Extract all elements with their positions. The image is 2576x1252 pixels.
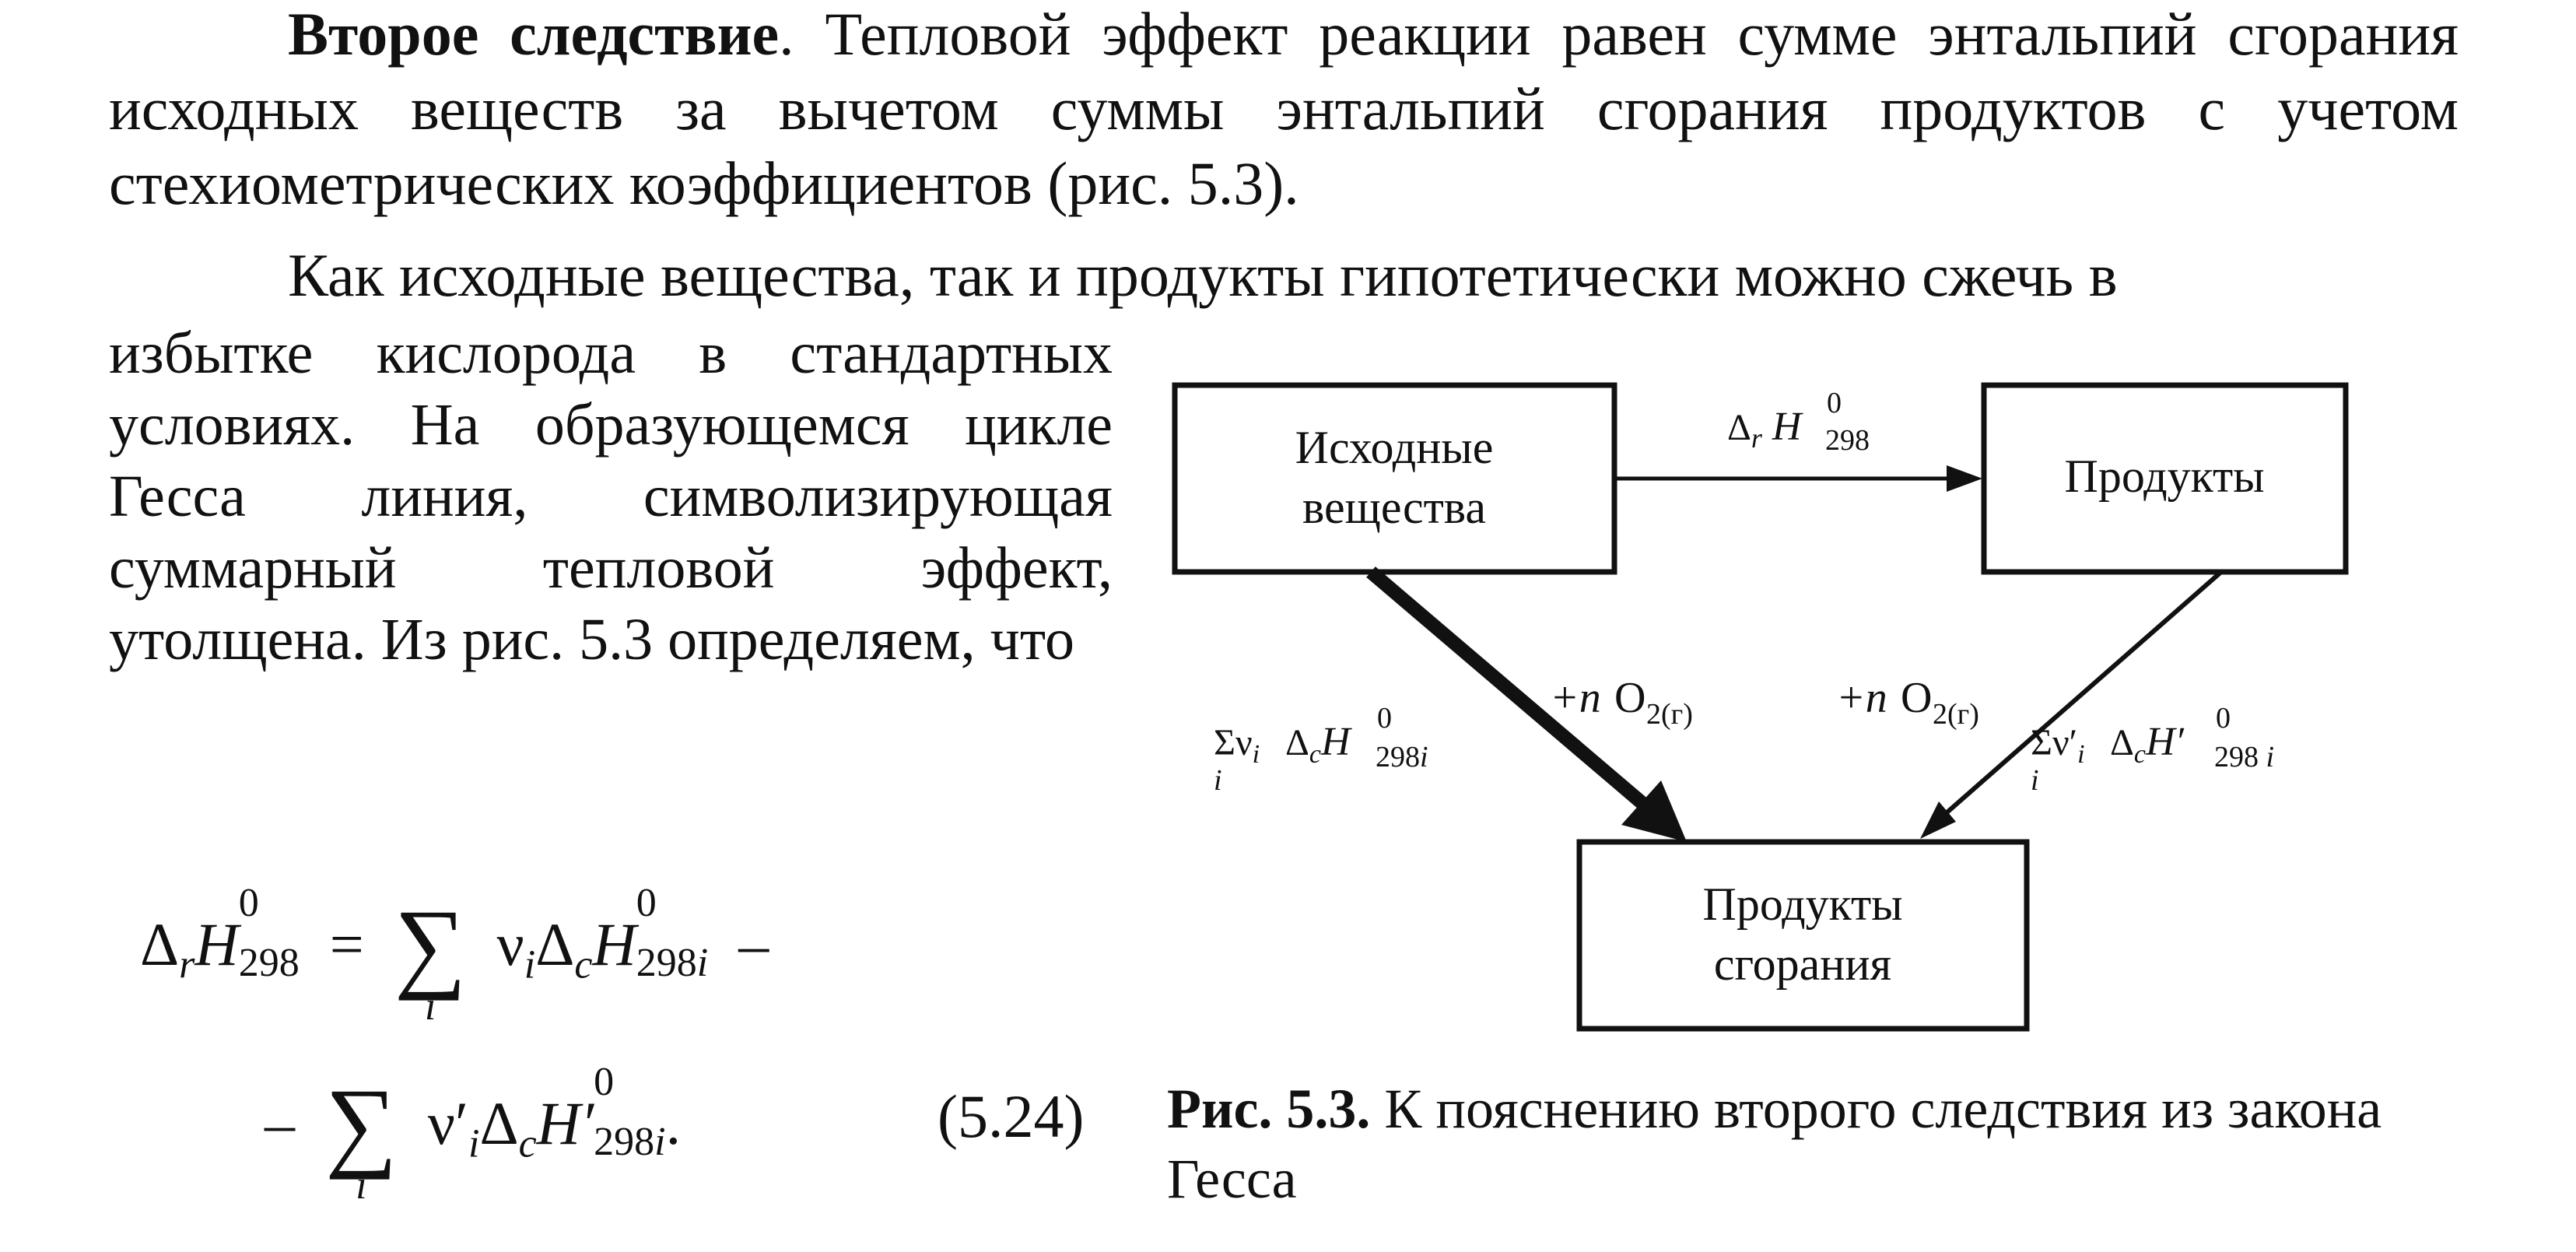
paragraph-text: Как исходные вещества, так и продукты ги… — [288, 241, 2118, 309]
svg-text:0: 0 — [1827, 387, 1842, 419]
oxygen-subscript: 2(г) — [1646, 698, 1693, 731]
label-oxygen-left: +n O 2(г) — [1550, 674, 1693, 731]
svg-text:298i: 298i — [1376, 741, 1428, 773]
box-reactants-line2: вещества — [1302, 482, 1486, 533]
arrow-products-combustion — [1936, 570, 2223, 823]
svg-text:i: i — [2031, 764, 2039, 797]
svg-text:ΔcH: ΔcH — [1285, 720, 1352, 769]
svg-text:O: O — [1901, 674, 1932, 722]
arrow-products-combustion-head — [1920, 801, 1956, 839]
paragraph-combustion-line1: Как исходные вещества, так и продукты ги… — [109, 238, 2459, 313]
corollary-text: . Тепловой эффект реакции равен сумме эн… — [109, 0, 2459, 217]
svg-text:Σνi: Σνi — [1214, 722, 1260, 769]
arrow-reactants-combustion-head — [1621, 780, 1687, 842]
svg-text:ΔcH′: ΔcH′ — [2110, 720, 2185, 769]
equation-number: (5.24) — [938, 1082, 1085, 1150]
hess-cycle-diagram: Исходные вещества Продукты Продукты сгор… — [1172, 382, 2349, 1032]
svg-text:298 i: 298 i — [2214, 741, 2274, 773]
caption-number: Рис. 5.3. — [1167, 1078, 1371, 1140]
box-combustion-line2: сгорания — [1714, 938, 1891, 990]
svg-text:298: 298 — [1825, 424, 1870, 457]
box-products — [1981, 382, 2349, 575]
label-sum-products: Σν′i i ΔcH′ 0 298 i — [2031, 702, 2274, 797]
svg-text:Δr H: Δr H — [1727, 405, 1803, 454]
svg-text:0: 0 — [1377, 702, 1392, 735]
figure-caption: Рис. 5.3. К пояснению второго следствия … — [1167, 1074, 2427, 1214]
label-oxygen-right: +n O 2(г) — [1836, 674, 1979, 731]
svg-text:i: i — [1214, 764, 1222, 797]
svg-text:Σν′i: Σν′i — [2031, 722, 2085, 769]
box-combustion-products — [1576, 839, 2030, 1032]
arrow-reactants-combustion — [1366, 566, 1654, 815]
box-reactants-line1: Исходные — [1295, 422, 1494, 473]
label-reaction-enthalpy: Δr H 0 298 — [1727, 387, 1870, 457]
arrow-reaction-head — [1947, 465, 1982, 492]
box-products-label: Продукты — [2064, 451, 2264, 502]
caption-text: К пояснению второго следствия из закона … — [1167, 1078, 2382, 1210]
oxygen-symbol: O — [1614, 674, 1645, 722]
box-combustion-line1: Продукты — [1702, 879, 1902, 930]
label-sum-reactants: Σνi i ΔcH 0 298i — [1214, 702, 1428, 797]
svg-text:0: 0 — [2216, 702, 2231, 735]
box-reactants — [1172, 382, 1617, 575]
svg-text:+n: +n — [1550, 674, 1601, 722]
svg-text:2(г): 2(г) — [1933, 698, 1979, 731]
paragraph-text: избытке кислорода в стандартных условиях… — [109, 321, 1113, 672]
paragraph-second-corollary: Второе следствие. Тепловой эффект реакци… — [109, 0, 2459, 221]
corollary-heading: Второе следствие — [288, 0, 780, 68]
paragraph-combustion-column: избытке кислорода в стандартных условиях… — [109, 317, 1113, 675]
svg-text:+n: +n — [1836, 674, 1887, 722]
